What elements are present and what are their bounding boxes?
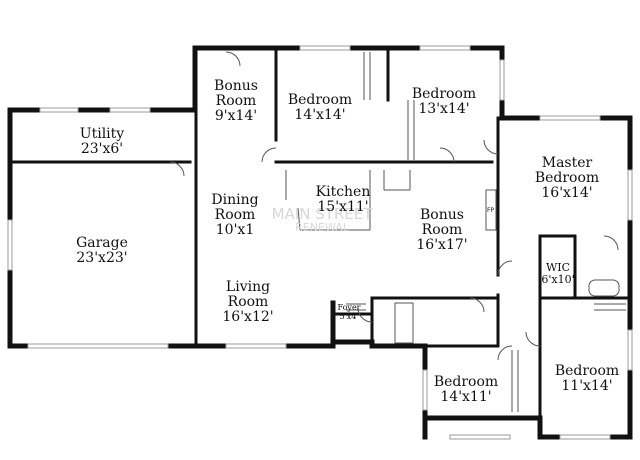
room-bedroom-3: Bedroom 14'x11': [434, 375, 498, 405]
room-name: Bonus Room: [420, 207, 464, 238]
room-bonus-room-2: Bonus Room 16'x17': [416, 208, 467, 253]
room-dining: Dining Room 10'x1: [211, 193, 258, 238]
room-name: Kitchen: [315, 184, 371, 200]
room-dimensions: 14'x14': [294, 107, 346, 123]
room-dimensions: 5'x4': [339, 312, 359, 321]
windows: [7, 45, 633, 440]
room-garage: Garage 23'x23': [76, 236, 128, 266]
room-dimensions: 6'x10': [541, 273, 575, 286]
room-bedroom-2: Bedroom 13'x14': [412, 87, 476, 117]
watermark-line2: RENEWAL: [295, 221, 349, 234]
fireplace-label: FP: [487, 207, 495, 214]
room-dimensions: 10'x1: [215, 222, 255, 238]
watermark: MAIN STREET RENEWAL: [262, 206, 382, 234]
room-name: Bedroom: [554, 363, 620, 379]
room-dimensions: 13'x14': [418, 101, 470, 117]
room-name: WIC: [545, 261, 571, 274]
room-dimensions: 23'x23': [76, 250, 128, 266]
fixtures-lines: [169, 51, 626, 412]
room-dimensions: 9'x14': [214, 108, 258, 124]
room-master-bedroom: Master Bedroom 16'x14': [535, 156, 599, 201]
room-name: Utility: [79, 126, 125, 142]
room-name: Bedroom: [433, 374, 499, 390]
room-bedroom-4: Bedroom 11'x14': [555, 364, 619, 394]
room-dimensions: 16'x17': [416, 237, 468, 253]
room-name: Foyer: [337, 303, 361, 312]
room-utility: Utility 23'x6': [80, 127, 124, 157]
room-dimensions: 11'x14': [561, 378, 613, 394]
room-dimensions: 14'x11': [440, 389, 492, 405]
room-name: Master Bedroom: [534, 155, 600, 186]
room-name: Bedroom: [287, 92, 353, 108]
room-dimensions: 16'x12': [222, 309, 274, 325]
room-name: Living Room: [225, 279, 271, 310]
room-bedroom-1: Bedroom 14'x14': [288, 93, 352, 123]
room-wic: WIC 6'x10': [541, 262, 574, 286]
room-dimensions: 15'x11': [317, 199, 369, 215]
room-bonus-room-1: Bonus Room 9'x14': [214, 79, 258, 124]
room-dimensions: 16'x14': [541, 185, 593, 201]
room-name: Bedroom: [411, 86, 477, 102]
room-name: Bonus Room: [214, 78, 258, 109]
room-living-room: Living Room 16'x12': [222, 280, 273, 325]
room-name: Garage: [76, 235, 128, 251]
room-foyer: Foyer 5'x4': [337, 303, 360, 321]
room-name: Dining Room: [211, 192, 259, 223]
room-kitchen: Kitchen 15'x11': [316, 185, 371, 215]
room-dimensions: 23'x6': [80, 141, 124, 157]
watermark-line1: MAIN STREET: [271, 205, 373, 223]
interior-walls: [8, 46, 632, 439]
